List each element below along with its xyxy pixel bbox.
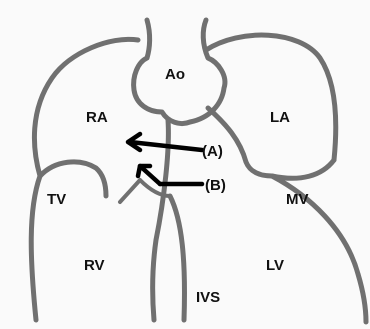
label-rv: RV xyxy=(84,257,105,274)
label-mv: MV xyxy=(286,191,309,208)
mitral-valve-curve xyxy=(272,160,334,178)
label-lv: LV xyxy=(266,257,284,274)
arrow-b xyxy=(138,166,202,184)
label-tv: TV xyxy=(47,191,66,208)
septal-leaflet-line xyxy=(120,180,140,202)
label-ivs: IVS xyxy=(196,289,220,306)
right-atrium-outline xyxy=(34,39,138,176)
septum-left-edge xyxy=(153,120,169,320)
label-la: LA xyxy=(270,109,290,126)
arrow-a xyxy=(128,134,202,150)
label-ra: RA xyxy=(86,109,108,126)
septum-right-edge xyxy=(170,196,184,320)
label-ao: Ao xyxy=(165,66,185,83)
label-arrow-b: (B) xyxy=(205,177,226,194)
right-ventricle-wall xyxy=(31,176,40,320)
label-arrow-a: (A) xyxy=(202,143,223,160)
left-atrium-outline xyxy=(206,35,336,160)
left-atrium-inner-wall xyxy=(208,108,272,176)
